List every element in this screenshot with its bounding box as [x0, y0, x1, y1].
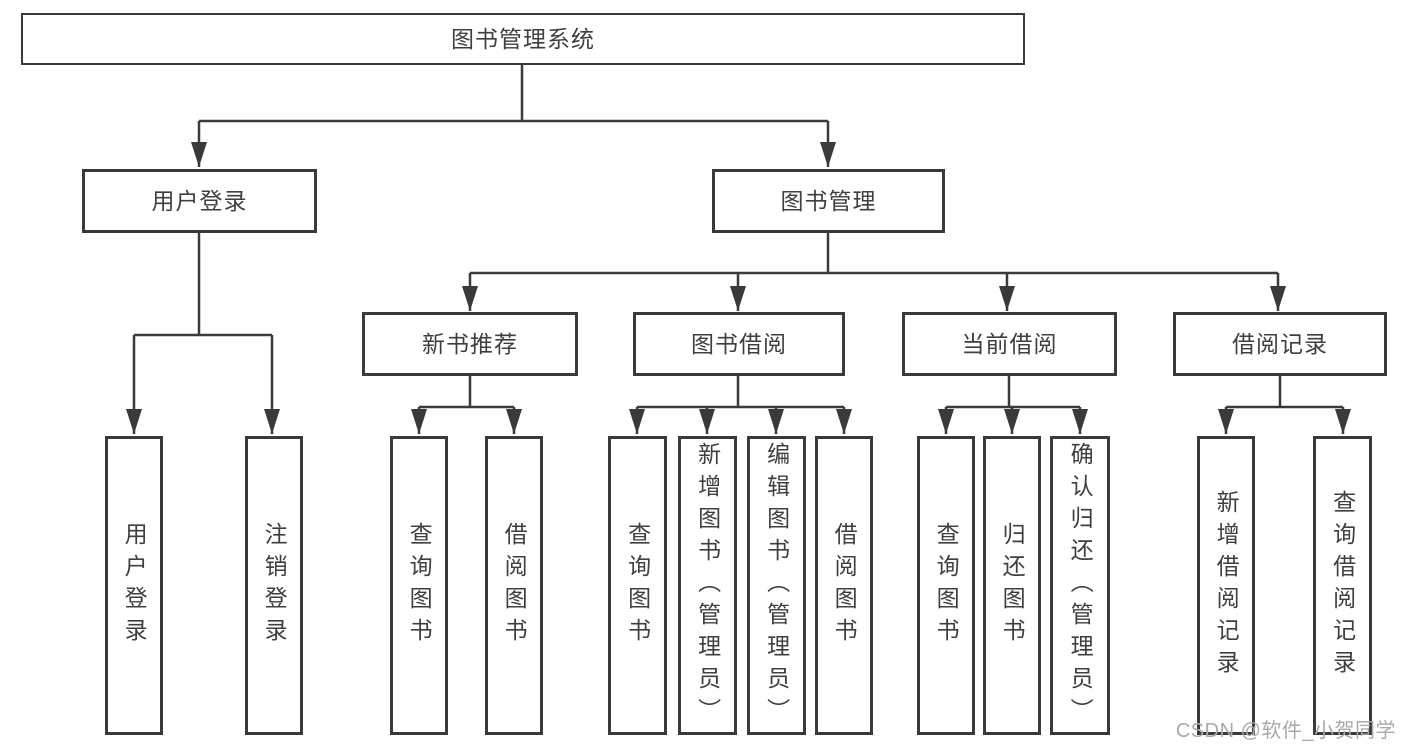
leaf-query-borrow-record-label: 查询借阅记录: [1329, 489, 1356, 682]
leaf-borrow-query-label: 查询图书: [624, 521, 651, 650]
node-new-book-recommend: 新书推荐: [362, 312, 578, 376]
leaf-add-borrow-record-label: 新增借阅记录: [1213, 489, 1240, 682]
node-book-borrow-label: 图书借阅: [691, 330, 787, 357]
node-user-login-label: 用户登录: [151, 187, 248, 214]
arrowheads: [126, 142, 1351, 434]
leaf-query-borrow-record: 查询借阅记录: [1313, 436, 1372, 735]
node-current-borrow: 当前借阅: [902, 312, 1117, 376]
leaf-borrow-add-book: 新增图书（管理员）: [678, 436, 737, 735]
leaf-borrow-book-label: 借阅图书: [831, 521, 858, 650]
connector-root-to-level2: [197, 65, 830, 167]
leaf-current-query: 查询图书: [917, 436, 975, 735]
leaf-borrow-edit-book-label: 编辑图书（管理员）: [763, 441, 790, 730]
leaf-user-login-label: 用户登录: [121, 521, 148, 650]
leaf-add-borrow-record: 新增借阅记录: [1197, 436, 1255, 735]
connector-book-management-sections: [468, 233, 1280, 311]
node-root-label: 图书管理系统: [451, 25, 595, 52]
leaf-borrow-book: 借阅图书: [815, 436, 873, 735]
leaf-newbook-borrow: 借阅图书: [485, 436, 543, 735]
node-root: 图书管理系统: [21, 13, 1025, 65]
leaf-return-book-label: 归还图书: [999, 521, 1026, 650]
leaf-user-login: 用户登录: [105, 436, 163, 735]
leaf-return-book: 归还图书: [983, 436, 1041, 735]
leaf-newbook-borrow-label: 借阅图书: [501, 521, 528, 650]
node-new-book-recommend-label: 新书推荐: [422, 330, 518, 357]
connector-new-book-children: [417, 376, 516, 434]
csdn-watermark: CSDN @软件_小贺同学: [1175, 720, 1396, 742]
leaf-newbook-query-label: 查询图书: [406, 521, 433, 650]
leaf-logout: 注销登录: [245, 436, 303, 735]
leaf-borrow-edit-book: 编辑图书（管理员）: [747, 436, 806, 735]
connector-borrow-record-children: [1224, 376, 1345, 434]
node-book-borrow: 图书借阅: [633, 312, 845, 376]
node-user-login: 用户登录: [82, 169, 317, 233]
connector-book-borrow-children: [635, 376, 846, 434]
leaf-logout-label: 注销登录: [261, 521, 288, 650]
node-borrow-record-label: 借阅记录: [1232, 330, 1328, 357]
leaf-current-query-label: 查询图书: [933, 521, 960, 650]
leaf-borrow-query: 查询图书: [608, 436, 667, 735]
leaf-borrow-add-book-label: 新增图书（管理员）: [694, 441, 721, 730]
leaf-newbook-query: 查询图书: [390, 436, 448, 735]
leaf-confirm-return: 确认归还（管理员）: [1050, 436, 1110, 735]
node-book-management: 图书管理: [712, 169, 945, 233]
node-book-management-label: 图书管理: [780, 187, 877, 214]
node-current-borrow-label: 当前借阅: [961, 330, 1058, 357]
connector-user-login-children: [132, 233, 274, 434]
node-borrow-record: 借阅记录: [1173, 312, 1387, 376]
leaf-confirm-return-label: 确认归还（管理员）: [1067, 441, 1094, 730]
